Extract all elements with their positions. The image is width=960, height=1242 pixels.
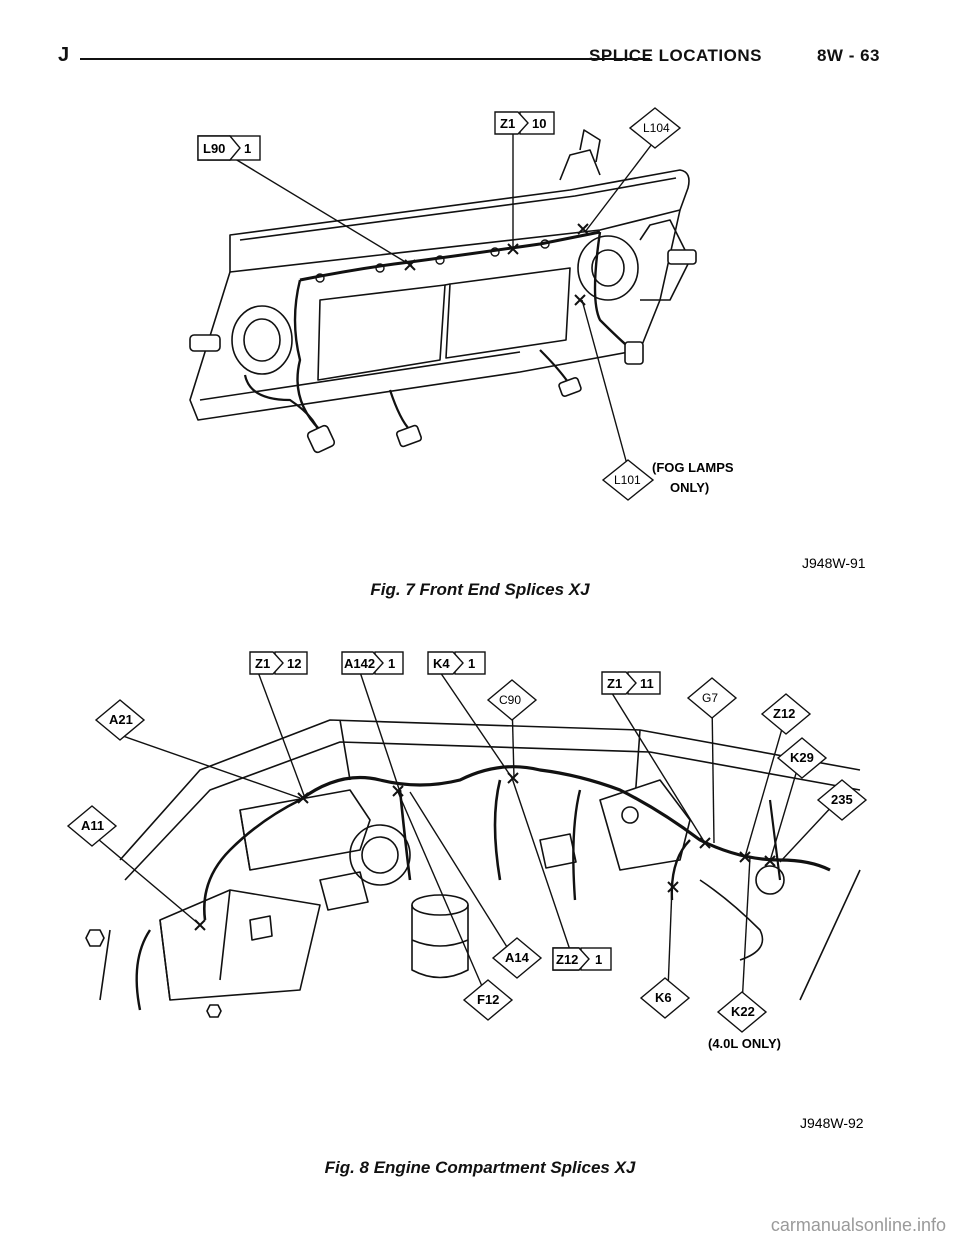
callout-a142: A142 1 [341,651,404,675]
callout-g7: G7 [686,677,738,719]
callout-l101: L101 [601,459,655,501]
section-title: SPLICE LOCATIONS [589,46,762,65]
page-number: 8W - 63 [816,46,880,65]
figure-8-caption: Fig. 8 Engine Compartment Splices XJ [324,1158,636,1177]
section-letter: J [58,44,70,66]
watermark: carmanualsonline.info [770,1215,946,1235]
callout-z12-1-id: Z12 [556,952,578,967]
callout-a14-id: A14 [505,950,530,965]
callout-a11: A11 [66,805,118,847]
callout-l90: L90 1 [197,135,261,161]
callout-l104-id: L104 [643,121,670,135]
callout-235-id: 235 [831,792,853,807]
figure-7: L90 1 Z1 10 L104 L101 (FOG LAMPS ONLY) J… [0,85,960,585]
callout-l104: L104 [628,107,682,149]
callout-z1-10-num: 10 [532,116,546,131]
callout-a142-num: 1 [388,656,395,671]
callout-l90-num: 1 [244,141,251,156]
callout-k22: K22 [716,991,768,1033]
callout-a21: A21 [94,699,146,741]
callout-k4-num: 1 [468,656,475,671]
header-rule [80,58,650,60]
callout-z1-10-id: Z1 [500,116,515,131]
fog-lamps-note-line1: (FOG LAMPS [652,460,734,475]
callout-l101-id: L101 [614,473,641,487]
callout-c90: C90 [486,679,538,721]
callout-z1-12-id: Z1 [255,656,270,671]
callout-a11-id: A11 [81,818,104,833]
callout-z1-12: Z1 12 [249,651,308,675]
callout-k4: K4 1 [427,651,486,675]
callout-z12-1-num: 1 [595,952,602,967]
figure-7-caption: Fig. 7 Front End Splices XJ [370,580,590,599]
engine-note: (4.0L ONLY) [708,1036,781,1051]
callout-k6: K6 [639,977,691,1019]
callout-k29: K29 [776,737,828,779]
callout-a14: A14 [491,937,543,979]
callout-g7-id: G7 [702,691,718,705]
page-header: J SPLICE LOCATIONS 8W - 63 [58,44,880,74]
fog-lamps-note: (FOG LAMPS ONLY) [652,460,734,495]
callout-a142-id: A142 [344,656,375,671]
callout-z1-10: Z1 10 [494,111,555,135]
callout-z1-11-num: 11 [640,676,654,691]
callout-f12-id: F12 [477,992,499,1007]
figure-7-code: J948W-91 [802,555,866,571]
callout-c90-id: C90 [499,693,521,707]
callout-k22-id: K22 [731,1004,755,1019]
callout-k29-id: K29 [790,750,814,765]
callout-z1-11: Z1 11 [601,671,661,695]
callout-k6-id: K6 [655,990,672,1005]
callout-z12-id: Z12 [773,706,795,721]
callout-l90-id: L90 [203,141,225,156]
fog-lamps-note-line2: ONLY) [670,480,709,495]
figure-8-code: J948W-92 [800,1115,864,1131]
engine-compartment-drawing: Z1 12 A142 1 K4 1 Z1 11 [66,651,868,1131]
callout-f12: F12 [462,979,514,1021]
callout-k4-id: K4 [433,656,450,671]
callout-z1-12-num: 12 [287,656,301,671]
callout-z12: Z12 [760,693,812,735]
front-end-drawing: L90 1 Z1 10 L104 L101 (FOG LAMPS ONLY) J… [189,107,866,571]
callout-235: 235 [816,779,868,821]
callout-z12-1: Z12 1 [552,947,612,971]
callout-a21-id: A21 [109,712,133,727]
figure-8: Z1 12 A142 1 K4 1 Z1 11 [0,630,960,1150]
callout-z1-11-id: Z1 [607,676,622,691]
